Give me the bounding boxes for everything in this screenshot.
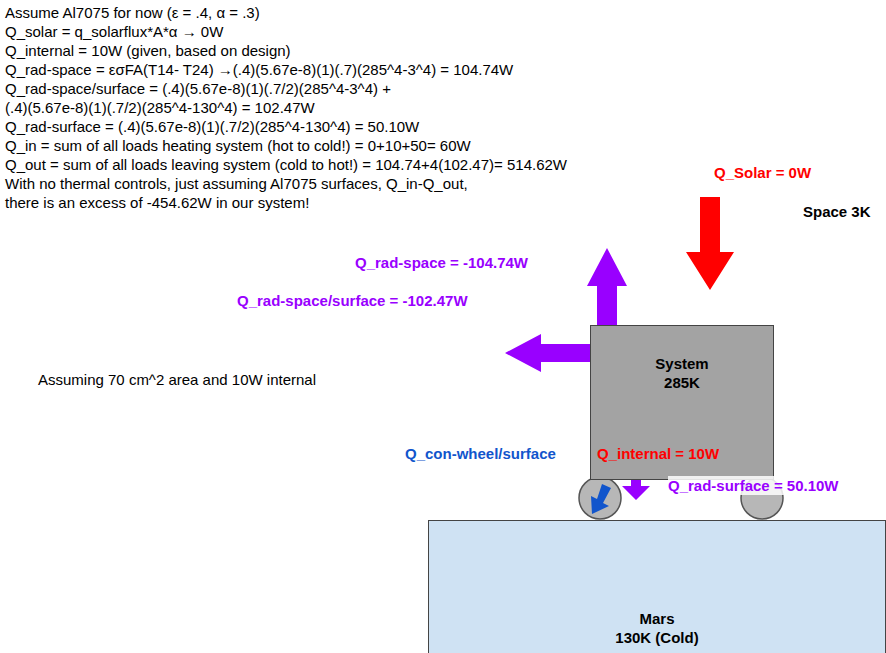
calculation-line: there is an excess of -454.62W in our sy… — [5, 193, 309, 212]
flux-label: Q_rad-space = -104.74W — [355, 253, 528, 272]
calculation-line: Q_rad-surface = (.4)(5.67e-8)(1)(.7/2)(2… — [5, 117, 419, 136]
flux-label: Q_internal = 10W — [597, 444, 719, 463]
calculation-line: Q_solar = q_solarflux*A*α → 0W — [5, 22, 223, 41]
flux-label: Q_Solar = 0W — [714, 163, 811, 182]
flux-label: Q_con-wheel/surface — [405, 444, 556, 463]
node-title: System — [655, 354, 708, 373]
calculation-line: Q_rad-space = εσFA(T14- T24) →(.4)(5.67e… — [5, 60, 513, 79]
calculation-line: Q_out = sum of all loads leaving system … — [5, 155, 567, 174]
node-title: Mars — [639, 609, 674, 628]
radiation-arrow-down — [622, 480, 650, 500]
planet-surface: Mars130K (Cold) — [428, 520, 886, 653]
calculation-line: Q_rad-space/surface = (.4)(5.67e-8)(1)(.… — [5, 79, 391, 98]
flux-label: Q_rad-surface = 50.10W — [668, 476, 839, 495]
node-temperature: 285K — [664, 373, 700, 392]
node-temperature: 130K (Cold) — [615, 628, 698, 647]
solar-arrow — [686, 197, 734, 290]
calculation-line: Q_in = sum of all loads heating system (… — [5, 136, 471, 155]
conduction-arrow — [591, 484, 611, 514]
calculation-line: (.4)(5.67e-8)(1)(.7/2)(285^4-130^4) = 10… — [5, 98, 315, 117]
environment-label: Space 3K — [803, 202, 871, 221]
assumption-note: Assuming 70 cm^2 area and 10W internal — [38, 370, 316, 389]
flux-label: Q_rad-space/surface = -102.47W — [237, 291, 468, 310]
calculation-line: With no thermal controls, just assuming … — [5, 174, 468, 193]
radiation-arrow-up — [587, 248, 627, 326]
calculation-line: Q_internal = 10W (given, based on design… — [5, 41, 291, 60]
calculation-line: Assume Al7075 for now (ε = .4, α = .3) — [5, 3, 260, 22]
wheel — [579, 477, 621, 519]
radiation-arrow-left — [505, 334, 591, 372]
